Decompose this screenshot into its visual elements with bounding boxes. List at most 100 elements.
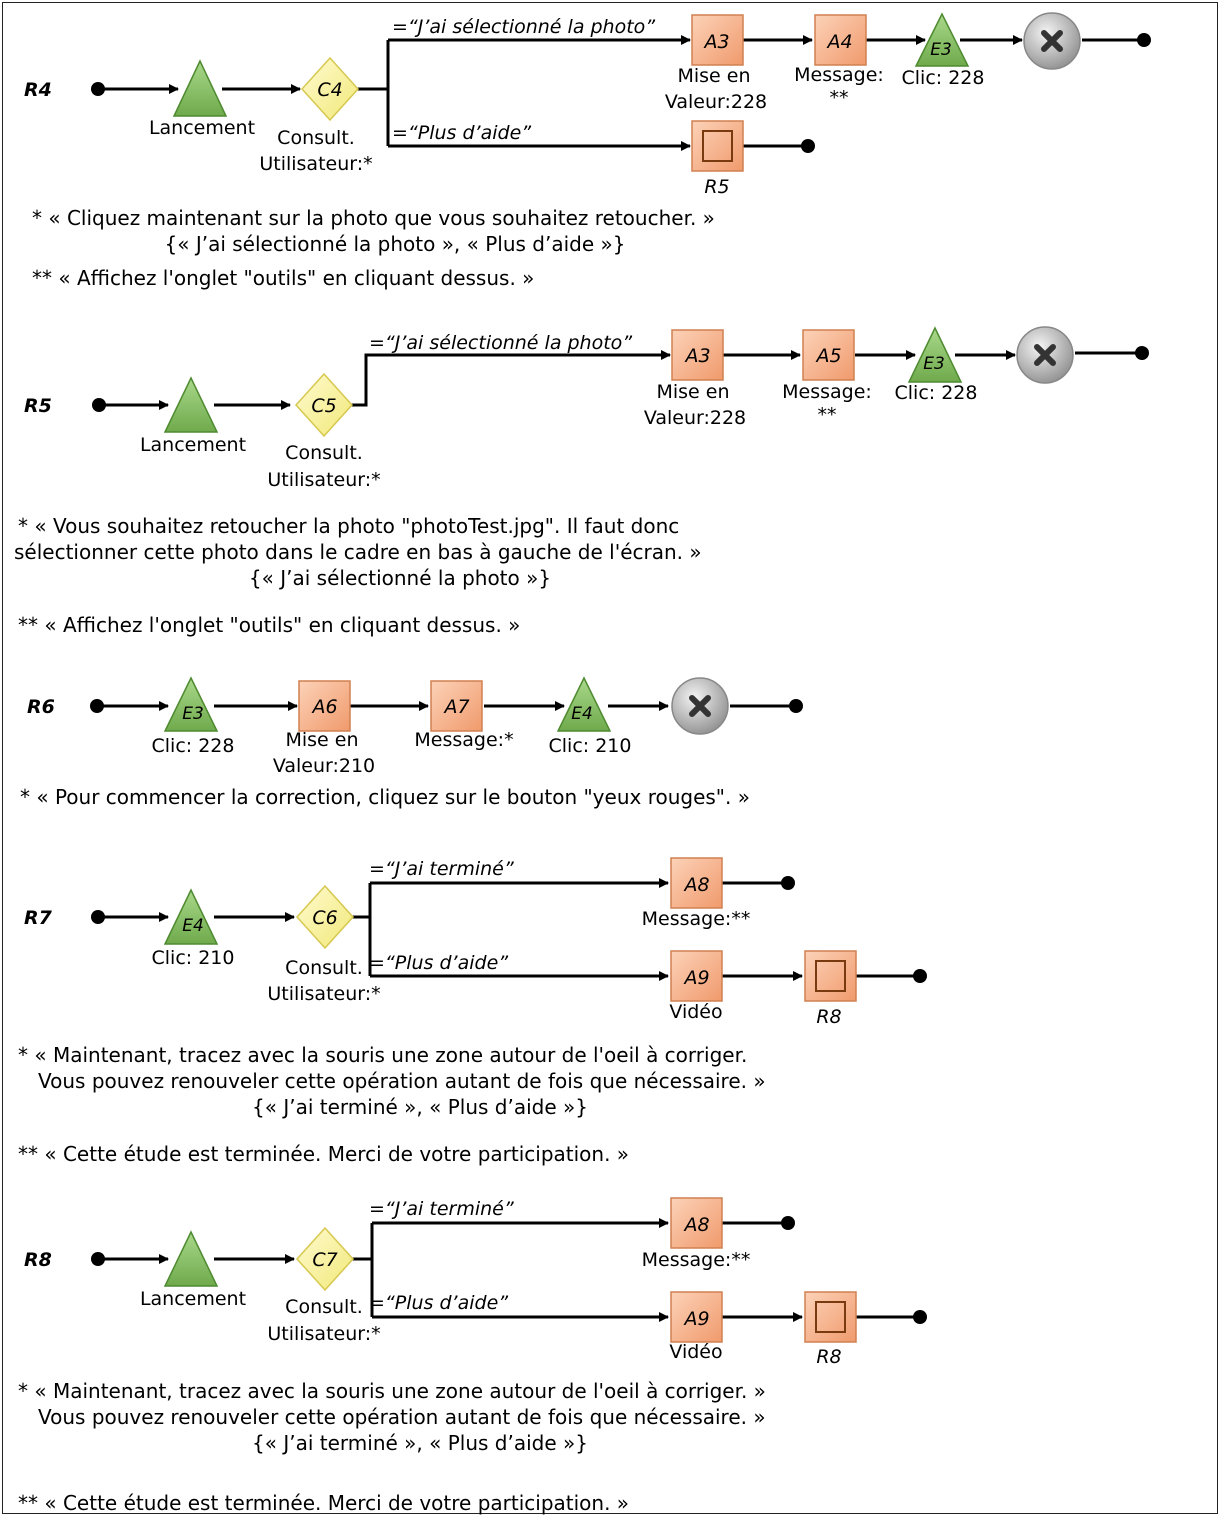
action-label-a3-r4-1: Mise en — [677, 65, 750, 87]
close-icon-r6 — [689, 695, 711, 717]
branch-label-r8-2: =“Plus d’aide” — [369, 1292, 508, 1314]
launch-label-r8: Lancement — [140, 1288, 246, 1310]
cond-label-r7-1: Consult. — [285, 957, 363, 979]
action-label-a8-r8: Message:** — [642, 1249, 751, 1271]
note-r7-2: ** « Cette étude est terminée. Merci de … — [18, 1142, 630, 1166]
action-box-a3-r5 — [671, 329, 724, 381]
action-box-a8-r8 — [670, 1197, 723, 1249]
note-r5-2: ** « Affichez l'onglet "outils" en cliqu… — [18, 613, 521, 637]
end-dot-r7b — [913, 969, 927, 983]
row-label-r4: R4 — [24, 79, 52, 101]
action-box-a7-r6 — [430, 680, 483, 732]
action-box-a5-r5 — [802, 329, 855, 381]
condition-diamond-c4 — [300, 56, 360, 122]
cond-label-r5-2: Utilisateur:* — [267, 469, 380, 491]
action-label-a5-r5-1: Message: — [782, 381, 872, 403]
event-id-e3-r6: E3 — [182, 704, 204, 724]
cond-id-c6: C6 — [312, 907, 337, 929]
action-id-a4-r4: A4 — [825, 31, 852, 53]
branch-label-r7-1: =“J’ai terminé” — [369, 858, 514, 880]
event-label-e3-r6: Clic: 228 — [152, 735, 235, 757]
action-id-a3-r5: A3 — [683, 345, 710, 367]
action-box-a8-r7 — [670, 857, 723, 909]
branch-label-r4-2: =“Plus d’aide” — [392, 122, 531, 144]
action-label-a6-r6-2: Valeur:210 — [273, 755, 375, 777]
action-id-a3-r4: A3 — [702, 31, 729, 53]
event-id-e3-r5: E3 — [923, 354, 945, 374]
branch-label-r7-2: =“Plus d’aide” — [369, 952, 508, 974]
start-dot-r5 — [92, 398, 106, 412]
cond-label-r8-1: Consult. — [285, 1296, 363, 1318]
row-label-r6: R6 — [27, 696, 55, 718]
action-label-a8-r7: Message:** — [642, 908, 751, 930]
row-label-r8: R8 — [24, 1249, 52, 1271]
end-dot-r7a — [781, 876, 795, 890]
close-icon-r4 — [1041, 30, 1063, 52]
cond-id-c5: C5 — [311, 395, 336, 417]
action-id-a8-r7: A8 — [682, 874, 709, 896]
action-label-a4-r4-2: ** — [830, 87, 849, 109]
note-r8-1-options: {« J’ai terminé », « Plus d’aide »} — [252, 1431, 588, 1455]
action-label-a3-r4-2: Valeur:228 — [665, 91, 767, 113]
event-label-e3-r4: Clic: 228 — [902, 67, 985, 89]
action-box-a3-r4 — [691, 14, 744, 66]
event-label-e4-r7: Clic: 210 — [152, 947, 235, 969]
action-id-a9-r7: A9 — [682, 967, 709, 989]
subroutine-box-r8-link-r8 — [804, 1291, 857, 1343]
branch-label-r5-1: =“J’ai sélectionné la photo” — [369, 332, 632, 354]
end-dot-r6 — [789, 699, 803, 713]
branch-label-r4-1: =“J’ai sélectionné la photo” — [392, 16, 655, 38]
cond-id-c7: C7 — [312, 1249, 337, 1271]
event-triangle-e3-r6 — [163, 676, 219, 732]
subroutine-label-r8-r7: R8 — [816, 1006, 841, 1028]
note-r7-1: * « Maintenant, tracez avec la souris un… — [18, 1043, 748, 1067]
row-label-r7: R7 — [24, 907, 53, 929]
cond-label-r4-2: Utilisateur:* — [259, 153, 372, 175]
note-r5-1b: sélectionner cette photo dans le cadre e… — [14, 540, 702, 564]
action-label-a3-r5-2: Valeur:228 — [644, 407, 746, 429]
start-dot-r4 — [91, 82, 105, 96]
action-id-a9-r8: A9 — [682, 1308, 709, 1330]
subroutine-box-r8-link-r7 — [804, 950, 857, 1002]
subroutine-box-r5-link — [691, 120, 744, 172]
cond-id-c4: C4 — [317, 79, 342, 101]
branch-label-r8-1: =“J’ai terminé” — [369, 1198, 514, 1220]
note-r4-1: * « Cliquez maintenant sur la photo que … — [32, 206, 715, 230]
action-id-a7-r6: A7 — [442, 696, 469, 718]
end-dot-r8a — [781, 1216, 795, 1230]
note-r8-1: * « Maintenant, tracez avec la souris un… — [18, 1379, 766, 1403]
action-label-a7-r6: Message:* — [414, 729, 513, 751]
action-box-a9-r7 — [670, 950, 723, 1002]
action-id-a8-r8: A8 — [682, 1214, 709, 1236]
action-id-a6-r6: A6 — [310, 696, 337, 718]
end-dot-r8b — [913, 1310, 927, 1324]
start-dot-r7 — [91, 910, 105, 924]
action-label-a3-r5-1: Mise en — [656, 381, 729, 403]
launch-label-r4: Lancement — [149, 117, 255, 139]
action-label-a9-r7: Vidéo — [669, 1001, 722, 1023]
condition-diamond-c6 — [295, 884, 355, 950]
subroutine-label-r8-r8: R8 — [816, 1346, 841, 1368]
action-label-a6-r6-1: Mise en — [285, 729, 358, 751]
cond-label-r4-1: Consult. — [277, 127, 355, 149]
subroutine-inner-r8 — [815, 1301, 846, 1333]
action-box-a9-r8 — [670, 1291, 723, 1343]
note-r4-2: ** « Affichez l'onglet "outils" en cliqu… — [32, 266, 535, 290]
row-label-r5: R5 — [24, 395, 52, 417]
action-label-a4-r4-1: Message: — [794, 64, 884, 86]
event-id-e3-r4: E3 — [930, 40, 952, 60]
event-triangle-e3-r5 — [907, 326, 963, 383]
condition-diamond-c7 — [295, 1226, 355, 1292]
cond-label-r7-2: Utilisateur:* — [267, 983, 380, 1005]
action-id-a5-r5: A5 — [814, 345, 841, 367]
close-icon-r5 — [1034, 344, 1056, 366]
launch-triangle-r8 — [163, 1230, 219, 1287]
event-triangle-e4-r6 — [556, 676, 612, 732]
event-triangle-e3-r4 — [914, 12, 970, 67]
action-label-a5-r5-2: ** — [818, 404, 837, 426]
note-r5-1-options: {« J’ai sélectionné la photo »} — [248, 566, 552, 590]
event-label-e3-r5: Clic: 228 — [895, 382, 978, 404]
subroutine-inner-r4 — [702, 130, 733, 162]
